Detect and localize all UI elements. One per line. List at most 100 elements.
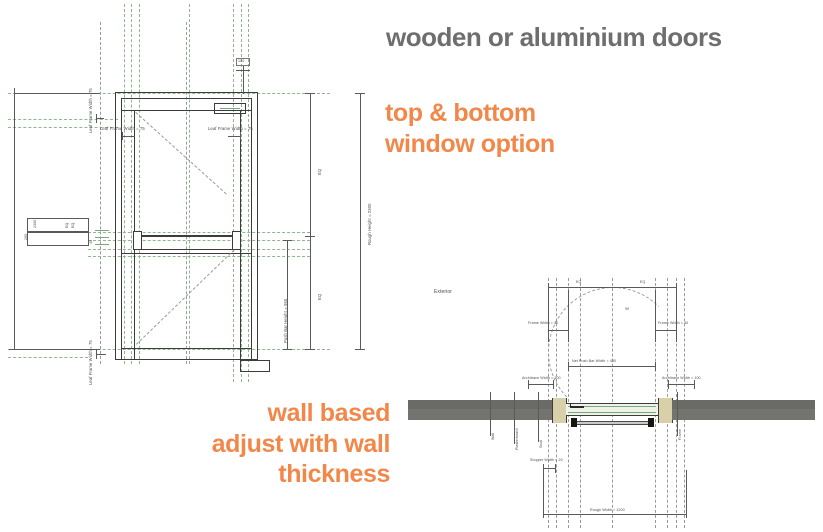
rough-width-ext-right	[686, 470, 687, 518]
leader-upper-left	[96, 118, 104, 119]
dim-line-eq	[310, 93, 311, 349]
dim-eq-right-line	[612, 287, 676, 288]
label-net-push-bar-width: Net Push Bar Width = 430	[572, 359, 617, 363]
callout-wall-line3: thickness	[278, 460, 390, 488]
wall-left-inner-face	[528, 400, 552, 409]
frame-right-inner-edge	[658, 398, 659, 423]
leaf-glass-line-b	[568, 412, 656, 413]
grid-line-v4	[189, 4, 190, 364]
label-leaf-frame-bottom-left: Leaf Frame Width = 75	[88, 340, 93, 385]
callout-wall-line2: adjust with wall	[211, 429, 391, 458]
dim-line-rough-height	[360, 93, 361, 349]
ext-line-bottom-b	[8, 357, 88, 358]
label-architrave-width-left: Architrave Width = 100	[522, 376, 561, 380]
callout-wall-line1: wall based	[267, 399, 391, 427]
frame-width-right-ext2	[676, 290, 677, 342]
dim-block-200-a	[27, 218, 89, 232]
dim-line-push-bar-height	[287, 240, 288, 349]
label-wall-tag-b: Plasterboard	[515, 428, 519, 450]
label-dim-40: 40	[89, 239, 93, 244]
label-eq-upper: EQ	[317, 168, 322, 175]
dim-tick-rh-bot	[355, 349, 365, 350]
wall-right-inner-face	[672, 400, 696, 409]
door-frame-inner	[121, 98, 252, 360]
leader-upper-left-tick	[96, 114, 97, 123]
architrave-left-tick-b	[553, 380, 554, 389]
label-wall-tag-d: Frame	[678, 429, 682, 440]
frame-width-right-dim	[655, 330, 676, 331]
push-bar-mount-right	[648, 418, 654, 427]
label-eq-right: EQ	[640, 280, 646, 284]
wall-tag-a-leader	[490, 392, 491, 436]
net-push-bar-tick-left	[568, 362, 569, 371]
door-leaf-plan	[566, 403, 658, 415]
label-frame-width-right: Frame Width = 40	[658, 321, 689, 325]
door-lever-handle	[570, 406, 584, 408]
stopper-tick-a	[543, 464, 544, 473]
grid-line-v3	[139, 4, 140, 364]
label-wall-tag-c: Stud	[539, 440, 543, 448]
push-bar-lower-line	[136, 249, 237, 250]
frame-left-edge	[552, 398, 553, 423]
stopper-tick-b	[555, 464, 556, 473]
leaf-glass-line-a	[568, 406, 656, 407]
dim-tick-pbh-top	[283, 240, 292, 241]
dim-eq-left-line	[548, 287, 612, 288]
push-bar-bracket-left	[133, 231, 142, 250]
leaf-top-edge	[566, 403, 658, 404]
wall-tag-d-leader	[677, 392, 678, 436]
dim-100-leader	[243, 66, 244, 94]
mid-rail	[121, 253, 252, 254]
top-latch-line	[220, 108, 240, 109]
callout-window-option: top & bottom window option	[385, 98, 555, 159]
leaf-bottom-edge	[566, 415, 658, 416]
label-eq-small-b: EQ	[71, 222, 75, 228]
dim-line-left-top	[14, 93, 100, 94]
leader-left	[122, 136, 135, 137]
frame-width-right-ext	[655, 290, 656, 342]
wall-tag-c-leader	[538, 392, 539, 442]
dim-tick-rh-top	[355, 93, 365, 94]
top-latch-hardware	[214, 103, 246, 114]
dim-line-left-vert	[14, 93, 15, 349]
dim-block-200-b	[27, 232, 89, 246]
push-bar-plan	[571, 421, 653, 425]
door-frame-left-plan	[552, 398, 566, 423]
dim-tick-eq-mid	[305, 236, 315, 237]
leader-right	[228, 136, 241, 137]
rough-width-dim-line	[543, 514, 686, 515]
dim-tick-pbh-bot	[283, 349, 292, 350]
door-lever-stem	[570, 403, 571, 408]
ext-line-pushbar-bot2	[88, 256, 310, 257]
architrave-right-tick-b	[694, 380, 695, 389]
dim-line-left-bot	[14, 349, 100, 350]
leader-left-tick	[122, 132, 123, 140]
label-eq-small-a: EQ	[65, 222, 69, 228]
label-architrave-width-right: Architrave Width = 100	[662, 376, 701, 380]
construction-line-centre	[186, 22, 187, 364]
label-rough-height: Rough Height = 2300	[367, 203, 372, 245]
dim-eq-right-tick	[676, 283, 677, 292]
label-leaf-frame-mid-right: Leaf Frame Width = 75	[208, 126, 253, 131]
callout-wall-based: wall based adjust with wall thickness	[0, 398, 391, 490]
net-push-bar-dim-line	[568, 366, 656, 367]
callout-window-line1: top & bottom	[385, 99, 536, 127]
label-exterior: Exterior	[434, 289, 453, 295]
dim-block-100	[236, 58, 250, 66]
door-bottom-rail	[121, 348, 252, 349]
tick-green-c	[95, 244, 109, 245]
heading-wooden-or-aluminium-doors: wooden or aluminium doors	[386, 22, 722, 52]
label-leaf-frame-top-left: Leaf Frame Width = 75	[88, 88, 93, 133]
label-swing-90: 90	[625, 307, 630, 311]
threshold-detail	[240, 360, 270, 372]
grid-line-v7	[248, 4, 249, 382]
push-bar-mount-left	[571, 418, 577, 427]
dim-tick-eq-bot	[305, 349, 315, 350]
frame-width-left-ext2	[568, 290, 569, 342]
dim-eq-left-tick	[548, 283, 549, 292]
ext-line-bottom	[8, 349, 330, 350]
wall-left-face	[408, 400, 528, 409]
push-bar-rail	[133, 235, 241, 237]
label-leaf-frame-mid-left: Leaf Frame Width = 75	[100, 126, 145, 131]
